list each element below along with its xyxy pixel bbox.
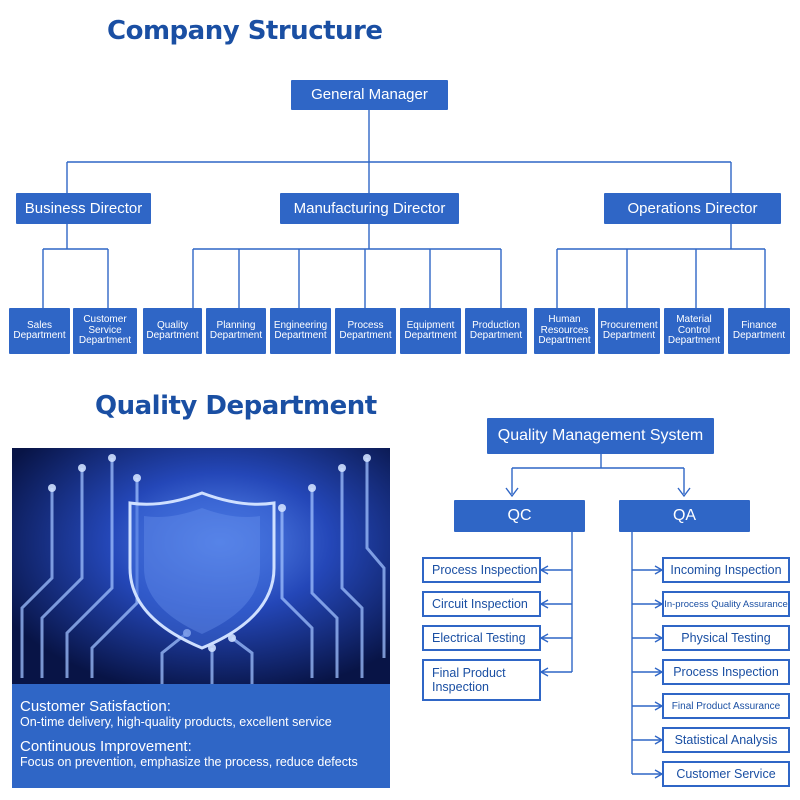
sales-department-box: Sales Department <box>9 308 70 354</box>
qa-final-product-assurance: Final Product Assurance <box>662 693 790 719</box>
human-resources-department-box: Human Resources Department <box>534 308 595 354</box>
continuous-improvement-heading: Continuous Improvement: <box>20 738 192 755</box>
circuit-shield-image <box>12 448 390 684</box>
qa-incoming-inspection: Incoming Inspection <box>662 557 790 583</box>
qc-final-product-inspection: Final Product Inspection <box>422 659 541 701</box>
process-department-box: Process Department <box>335 308 396 354</box>
qa-process-inspection: Process Inspection <box>662 659 790 685</box>
customer-service-department-box: Customer Service Department <box>73 308 137 354</box>
production-department-box: Production Department <box>465 308 527 354</box>
procurement-department-box: Procurement Department <box>598 308 660 354</box>
customer-satisfaction-heading: Customer Satisfaction: <box>20 698 171 715</box>
equipment-department-box: Equipment Department <box>400 308 461 354</box>
company-structure-title: Company Structure <box>107 16 383 46</box>
customer-satisfaction-text: On-time delivery, high-quality products,… <box>20 715 332 729</box>
continuous-improvement-text: Focus on prevention, emphasize the proce… <box>20 755 358 769</box>
qc-box: QC <box>454 500 585 532</box>
quality-department-title: Quality Department <box>95 391 377 421</box>
qa-physical-testing: Physical Testing <box>662 625 790 651</box>
general-manager-box: General Manager <box>291 80 448 110</box>
qc-process-inspection: Process Inspection <box>422 557 541 583</box>
finance-department-box: Finance Department <box>728 308 790 354</box>
qa-in-process-quality-assurance: In-process Quality Assurance <box>662 591 790 617</box>
material-control-department-box: Material Control Department <box>664 308 724 354</box>
quality-department-box: Quality Department <box>143 308 202 354</box>
business-director-box: Business Director <box>16 193 151 224</box>
qms-box: Quality Management System <box>487 418 714 454</box>
qa-box: QA <box>619 500 750 532</box>
qa-customer-service: Customer Service <box>662 761 790 787</box>
engineering-department-box: Engineering Department <box>270 308 331 354</box>
quality-caption-panel: Customer Satisfaction: On-time delivery,… <box>12 684 390 788</box>
planning-department-box: Planning Department <box>206 308 266 354</box>
manufacturing-director-box: Manufacturing Director <box>280 193 459 224</box>
qc-electrical-testing: Electrical Testing <box>422 625 541 651</box>
operations-director-box: Operations Director <box>604 193 781 224</box>
qc-circuit-inspection: Circuit Inspection <box>422 591 541 617</box>
qa-statistical-analysis: Statistical Analysis <box>662 727 790 753</box>
